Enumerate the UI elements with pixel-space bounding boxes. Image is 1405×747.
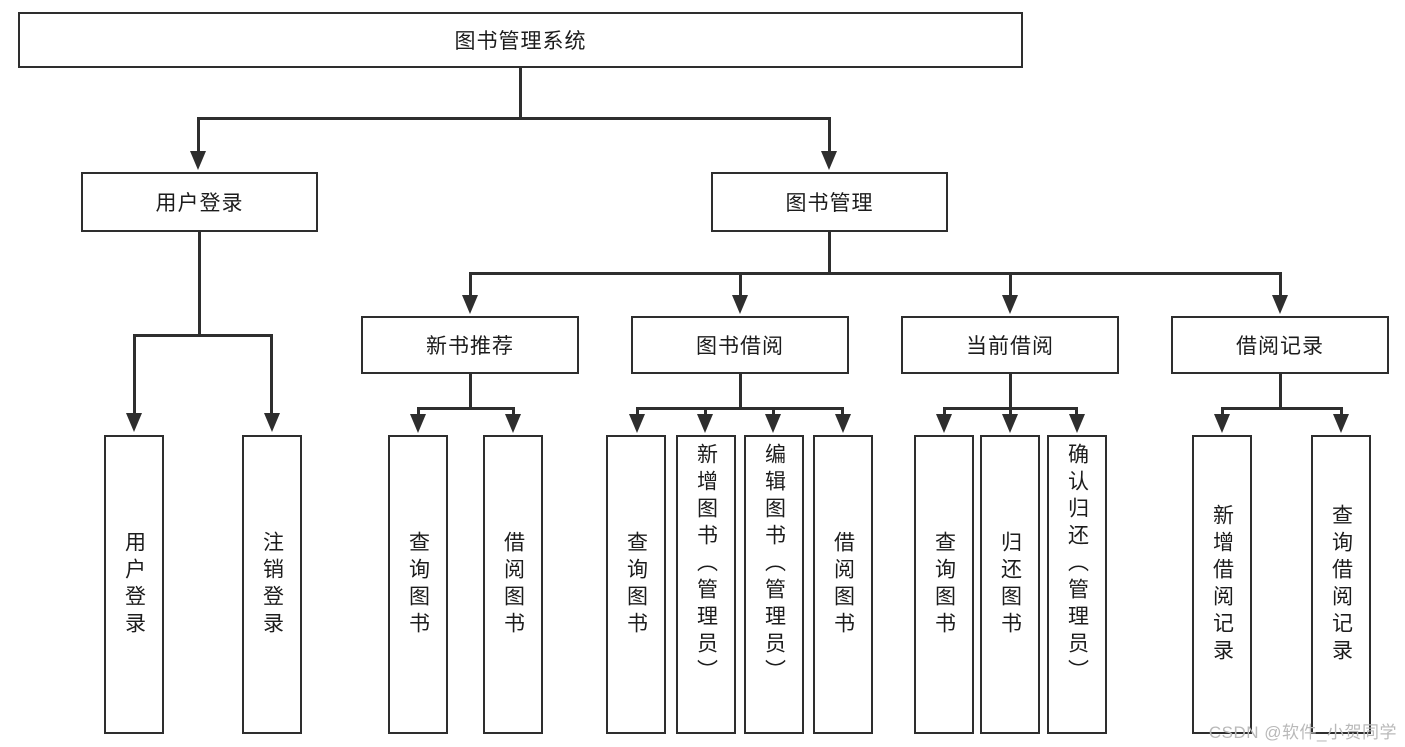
node-borrow-record-label: 借阅记录 <box>1236 335 1324 358</box>
node-current-borrow[interactable]: 当前借阅 <box>901 316 1119 374</box>
arrowhead-book-borrow-to-leaf-4 <box>835 414 851 433</box>
arrowhead-user-login-to-leaf-1 <box>126 413 142 432</box>
arrowhead-root-to-book-manage <box>821 151 837 170</box>
edge-book-borrow-to-leaf-2 <box>704 407 707 418</box>
edge-borrow-record-to-leaf-1 <box>1221 407 1224 418</box>
edge-user-login-to-leaf-2 <box>270 334 273 416</box>
edge-book-borrow-stem <box>739 374 742 409</box>
edge-user-login-stem <box>198 232 201 335</box>
edge-book-manage-stem <box>828 232 831 273</box>
node-new-book-rec-label: 新书推荐 <box>426 335 514 358</box>
edge-borrow-record-to-leaf-2 <box>1340 407 1343 418</box>
edge-borrow-record-stem <box>1279 374 1282 409</box>
node-leaf-confirm-return[interactable]: 确认归还（管理员） <box>1047 435 1107 734</box>
node-leaf-confirm-return-label: 确认归还（管理员） <box>1065 443 1089 686</box>
node-leaf-query-record[interactable]: 查询借阅记录 <box>1311 435 1371 734</box>
node-user-login-label: 用户登录 <box>155 192 244 215</box>
arrowhead-root-to-user-login <box>190 151 206 170</box>
arrowhead-new-book-rec-to-leaf-1 <box>410 414 426 433</box>
edge-current-borrow-stem <box>1009 374 1012 409</box>
arrowhead-book-manage-to-book-borrow <box>732 295 748 314</box>
node-user-login[interactable]: 用户登录 <box>81 172 318 232</box>
node-leaf-borrow-book-1[interactable]: 借阅图书 <box>483 435 543 734</box>
edge-book-borrow-to-leaf-1 <box>636 407 639 418</box>
arrowhead-new-book-rec-to-leaf-2 <box>505 414 521 433</box>
node-current-borrow-label: 当前借阅 <box>966 335 1054 358</box>
edge-root-stem <box>519 68 522 118</box>
edge-new-book-rec-to-leaf-2 <box>512 407 515 418</box>
arrowhead-book-manage-to-current-borrow <box>1002 295 1018 314</box>
node-leaf-query-book-2-label: 查询图书 <box>624 530 648 639</box>
node-leaf-query-book-1-label: 查询图书 <box>406 530 430 639</box>
edge-new-book-rec-bar <box>417 407 515 410</box>
edge-book-borrow-bar <box>636 407 844 410</box>
edge-current-borrow-to-leaf-1 <box>943 407 946 418</box>
edge-current-borrow-to-leaf-3 <box>1075 407 1078 418</box>
edge-book-borrow-to-leaf-4 <box>841 407 844 418</box>
node-leaf-borrow-book-1-label: 借阅图书 <box>501 530 525 639</box>
edge-book-manage-bar <box>469 272 1281 275</box>
node-book-borrow-label: 图书借阅 <box>696 335 784 358</box>
node-new-book-rec[interactable]: 新书推荐 <box>361 316 579 374</box>
node-borrow-record[interactable]: 借阅记录 <box>1171 316 1389 374</box>
node-leaf-add-record-label: 新增借阅记录 <box>1210 503 1234 666</box>
arrowhead-book-borrow-to-leaf-1 <box>629 414 645 433</box>
node-leaf-query-record-label: 查询借阅记录 <box>1329 503 1353 666</box>
node-leaf-borrow-book-2-label: 借阅图书 <box>831 530 855 639</box>
edge-new-book-rec-stem <box>469 374 472 409</box>
node-leaf-logout[interactable]: 注销登录 <box>242 435 302 734</box>
node-leaf-add-record[interactable]: 新增借阅记录 <box>1192 435 1252 734</box>
node-leaf-logout-label: 注销登录 <box>260 530 284 639</box>
arrowhead-book-manage-to-borrow-record <box>1272 295 1288 314</box>
edge-book-borrow-to-leaf-3 <box>772 407 775 418</box>
arrowhead-current-borrow-to-leaf-2 <box>1002 414 1018 433</box>
node-book-borrow[interactable]: 图书借阅 <box>631 316 849 374</box>
edge-current-borrow-to-leaf-2 <box>1009 407 1012 418</box>
arrowhead-book-borrow-to-leaf-3 <box>765 414 781 433</box>
arrowhead-user-login-to-leaf-2 <box>264 413 280 432</box>
node-book-manage[interactable]: 图书管理 <box>711 172 948 232</box>
node-leaf-return-book[interactable]: 归还图书 <box>980 435 1040 734</box>
node-leaf-query-book-2[interactable]: 查询图书 <box>606 435 666 734</box>
edge-book-manage-to-new-book-rec <box>469 272 472 298</box>
node-root[interactable]: 图书管理系统 <box>18 12 1023 68</box>
node-book-manage-label: 图书管理 <box>785 192 874 215</box>
edge-book-manage-to-current-borrow <box>1009 272 1012 298</box>
node-root-label: 图书管理系统 <box>454 30 587 53</box>
node-leaf-query-book-3[interactable]: 查询图书 <box>914 435 974 734</box>
node-leaf-query-book-1[interactable]: 查询图书 <box>388 435 448 734</box>
edge-root-bar <box>197 117 831 120</box>
edge-user-login-bar <box>133 334 273 337</box>
node-leaf-return-book-label: 归还图书 <box>998 530 1022 639</box>
node-leaf-add-book[interactable]: 新增图书（管理员） <box>676 435 736 734</box>
node-leaf-edit-book-label: 编辑图书（管理员） <box>762 443 786 686</box>
node-leaf-add-book-label: 新增图书（管理员） <box>694 443 718 686</box>
arrowhead-book-borrow-to-leaf-2 <box>697 414 713 433</box>
edge-root-to-user-login <box>197 117 200 155</box>
arrowhead-current-borrow-to-leaf-3 <box>1069 414 1085 433</box>
arrowhead-current-borrow-to-leaf-1 <box>936 414 952 433</box>
node-leaf-user-login[interactable]: 用户登录 <box>104 435 164 734</box>
node-leaf-borrow-book-2[interactable]: 借阅图书 <box>813 435 873 734</box>
edge-borrow-record-bar <box>1221 407 1343 410</box>
edge-new-book-rec-to-leaf-1 <box>417 407 420 418</box>
arrowhead-book-manage-to-new-book-rec <box>462 295 478 314</box>
arrowhead-borrow-record-to-leaf-1 <box>1214 414 1230 433</box>
edge-book-manage-to-borrow-record <box>1279 272 1282 298</box>
node-leaf-user-login-label: 用户登录 <box>122 530 146 639</box>
arrowhead-borrow-record-to-leaf-2 <box>1333 414 1349 433</box>
edge-book-manage-to-book-borrow <box>739 272 742 298</box>
node-leaf-query-book-3-label: 查询图书 <box>932 530 956 639</box>
edge-user-login-to-leaf-1 <box>133 334 136 416</box>
node-leaf-edit-book[interactable]: 编辑图书（管理员） <box>744 435 804 734</box>
edge-root-to-book-manage <box>828 117 831 155</box>
